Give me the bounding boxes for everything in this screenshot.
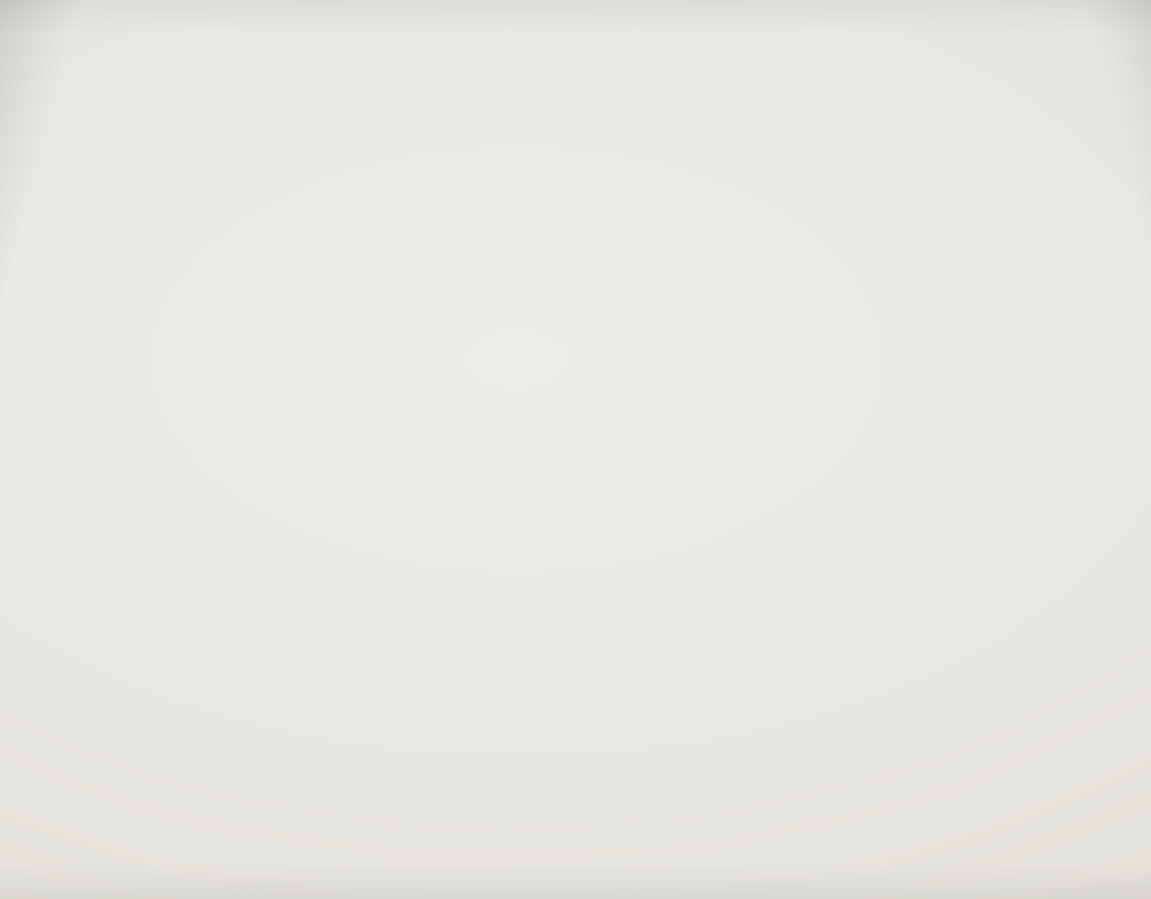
grid-row-left: D bbox=[107, 524, 119, 541]
grid-col-top: 6 bbox=[772, 101, 782, 118]
grid-row-left: C bbox=[114, 398, 126, 415]
component-label-c3368: C3368A C3368B Rear Window Defrost Grid bbox=[980, 447, 1064, 510]
grid-row-left: E bbox=[104, 650, 116, 667]
grid-row-left: B bbox=[112, 275, 124, 292]
component-label-c919: C919 bbox=[1001, 398, 1035, 413]
component-label-s301-group: S301 S319 S309 S324 S310 S325 S313 S332 … bbox=[305, 141, 374, 235]
component-label-c510: C510 bbox=[443, 765, 477, 780]
view-subtitle: Crew Cab (1 of 3) bbox=[60, 62, 179, 78]
grid-row-right: C bbox=[1073, 402, 1085, 419]
component-label-s209: S209 S210 bbox=[574, 799, 607, 830]
component-label-c339: C339 bbox=[366, 260, 400, 275]
component-label-c3186: C3186 Running Board Motor, Right bbox=[148, 239, 241, 286]
grid-col-bottom: 5 bbox=[647, 844, 657, 861]
component-label-s323: S323 bbox=[782, 799, 815, 814]
component-label-s216: S216 bbox=[151, 376, 184, 391]
component-label-s307: S307 S308 S321 bbox=[887, 781, 920, 828]
front-of-vehicle-caption: front of vehicle bbox=[997, 851, 1076, 865]
grid-col-top: 4 bbox=[532, 103, 542, 120]
component-label-g302: G302 bbox=[966, 529, 1000, 544]
grid-col-top: 7 bbox=[898, 99, 908, 116]
component-label-s916: S916 bbox=[735, 193, 768, 208]
grid-col-bottom: 1 bbox=[151, 839, 161, 856]
component-label-c3250: C3250 Scuff Plate Lamp, RH bbox=[143, 582, 211, 629]
component-label-s322: S322 bbox=[840, 791, 873, 806]
grid-row-right: E bbox=[1075, 668, 1087, 685]
component-label-c3133: C3133 bbox=[956, 723, 997, 738]
component-label-c2003: C2003 C2159 Adjustable Pedal Motor bbox=[139, 640, 214, 703]
grid-col-top: 5 bbox=[650, 102, 660, 119]
page-number: 151-39 bbox=[62, 38, 117, 57]
component-label-c9124: C9124 bbox=[903, 147, 944, 162]
vehicle-model: F-Super Duty 250-550 2019 bbox=[938, 26, 1143, 44]
component-label-c3737: C3737 Power Point, Seat bbox=[977, 556, 1046, 603]
grid-row-left: A bbox=[119, 151, 131, 168]
component-label-c2280e: C2280E Body Control Module (BCM) bbox=[150, 423, 240, 470]
grid-col-top: 1 bbox=[175, 108, 185, 125]
grid-col-bottom: 3 bbox=[396, 840, 406, 857]
grid-row-right: D bbox=[1074, 536, 1086, 553]
component-label-s917: S917 S918 bbox=[997, 366, 1030, 397]
component-label-s332: S332 bbox=[402, 288, 435, 303]
component-label-c9080: C9080 Roof Opening Panel Module bbox=[767, 152, 853, 199]
component-label-c3271a: C3271A Upfitter relay box bbox=[330, 783, 387, 830]
grid-row-right: B bbox=[1072, 274, 1084, 291]
component-label-c3185: C3185 Running Board Motor, Left bbox=[611, 773, 677, 836]
grid-col-top: 8 bbox=[1026, 97, 1036, 114]
component-label-c3047: C3047 bbox=[1005, 425, 1046, 440]
component-label-14a005: 14A005 bbox=[598, 139, 646, 154]
grid-row-right: A bbox=[1071, 150, 1083, 167]
component-label-c3329: C3329 Side air curtain module, passenger bbox=[400, 135, 496, 198]
grid-col-bottom: 7 bbox=[900, 850, 910, 867]
component-label-s352: S352 bbox=[396, 803, 429, 818]
grid-col-bottom: 2 bbox=[273, 839, 283, 856]
grid-col-bottom: 6 bbox=[772, 847, 782, 864]
component-label-c3251: C3251 Scuff Plate Lamp LH bbox=[686, 788, 754, 835]
component-label-c278: C278 Brake Pedal Position (BPP) Switch bbox=[229, 758, 320, 821]
component-label-c2040: C2040 Accelerator Pedal Position (APP) s… bbox=[133, 711, 223, 774]
page-title: Component Location Views bbox=[160, 38, 390, 57]
component-label-c325: C325 Passive Anti-theft System (PATS) Ce… bbox=[954, 629, 1051, 708]
component-label-c9030: C9030 C9125B High mounted stoplamp/ LED bbox=[981, 266, 1042, 360]
component-label-s311-group: S311 S317, S312 S325, S315 S340, S316 S3… bbox=[470, 211, 543, 274]
component-label-c238-c263: C238 Splice C263 Block 1 bbox=[483, 802, 566, 833]
grid-row-right: F bbox=[1079, 797, 1089, 814]
grid-row-left: F bbox=[98, 779, 108, 796]
component-label-c9040: C9040 Sunshade Module bbox=[654, 139, 717, 186]
component-label-c904: C904 C9125A High Mounted Stoplamp bbox=[946, 206, 1033, 269]
component-label-14a303: 14A303 bbox=[146, 545, 194, 560]
component-label-s320: S320 bbox=[566, 199, 599, 214]
grid-col-top: 3 bbox=[411, 103, 421, 120]
grid-col-top: 2 bbox=[292, 105, 302, 122]
bleed-through-text: SuperCab (2 of 2) bbox=[958, 54, 1074, 70]
grid-col-bottom: 4 bbox=[521, 842, 531, 859]
component-label-c310b: C310B Restraints Control Module (RCM) bbox=[946, 747, 1037, 810]
